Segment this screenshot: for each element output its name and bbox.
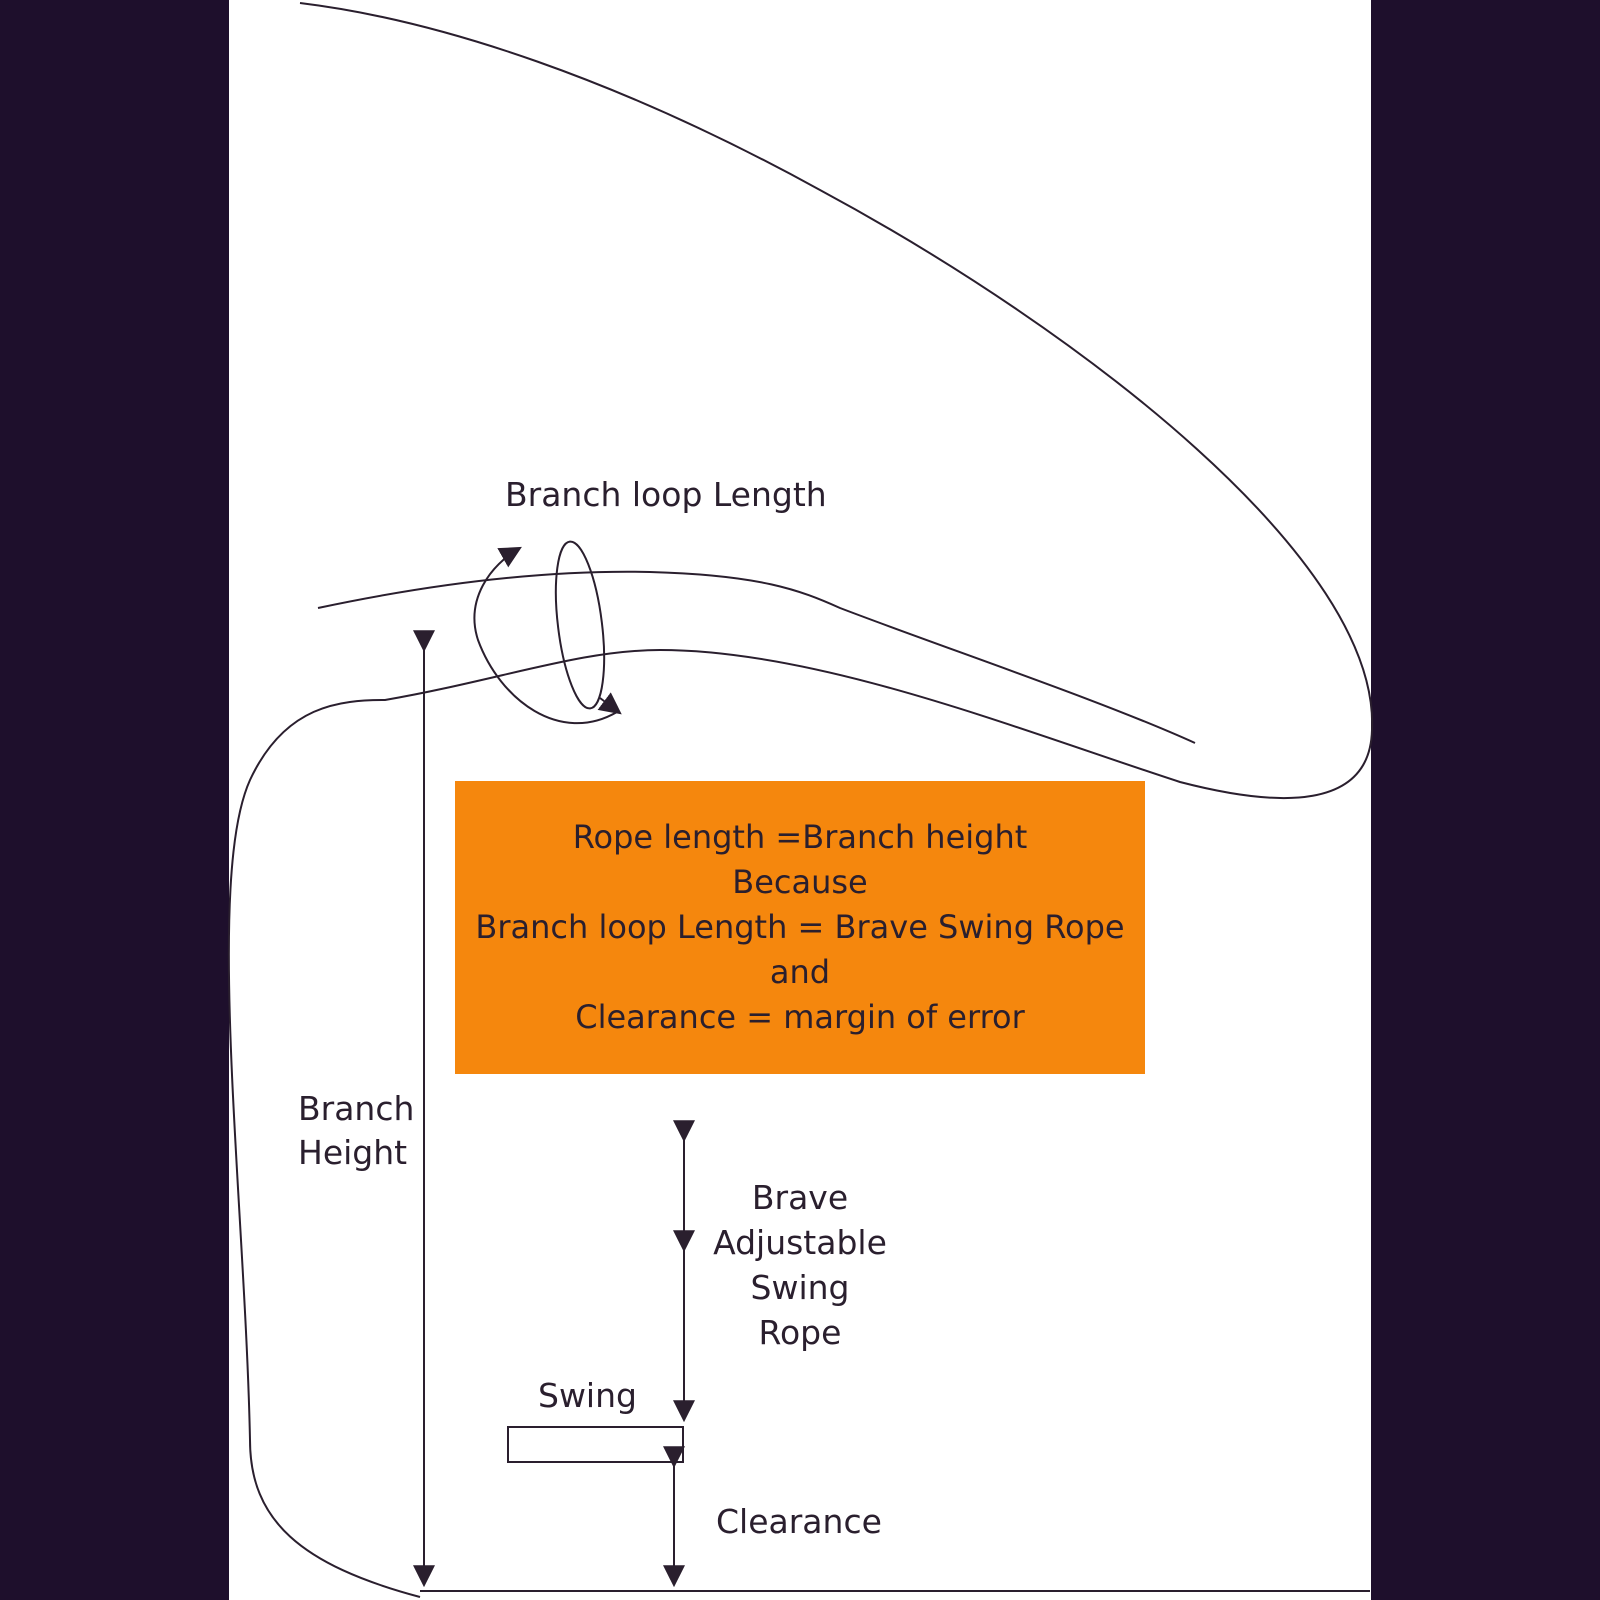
rope-loop-arrow xyxy=(473,546,618,724)
rope-length-info-box: Rope length =Branch height Because Branc… xyxy=(455,781,1145,1074)
rope-label-line4: Rope xyxy=(758,1313,842,1352)
branch-loop-length-label: Branch loop Length xyxy=(505,475,827,514)
tree-trunk-outline xyxy=(227,2,1374,1598)
rope-label-line2: Adjustable xyxy=(713,1223,887,1262)
info-line-3: Branch loop Length = Brave Swing Rope xyxy=(475,908,1125,946)
rope-label-line1: Brave xyxy=(751,1178,849,1217)
branch-height-label-line2: Height xyxy=(298,1133,408,1172)
info-line-1: Rope length =Branch height xyxy=(572,818,1028,856)
info-line-2: Because xyxy=(732,863,868,901)
branch-height-label-line1: Branch xyxy=(298,1089,415,1128)
info-line-4: and xyxy=(769,953,831,991)
branch-upper-edge xyxy=(317,570,1196,744)
swing-label: Swing xyxy=(538,1376,637,1415)
rope-loop-ellipse xyxy=(554,540,606,710)
clearance-label: Clearance xyxy=(716,1502,882,1541)
rope-loop-arrow-tail xyxy=(597,692,622,715)
rope-label-line3: Swing xyxy=(750,1268,850,1307)
info-line-5: Clearance = margin of error xyxy=(575,998,1025,1036)
swing-seat xyxy=(507,1426,684,1463)
